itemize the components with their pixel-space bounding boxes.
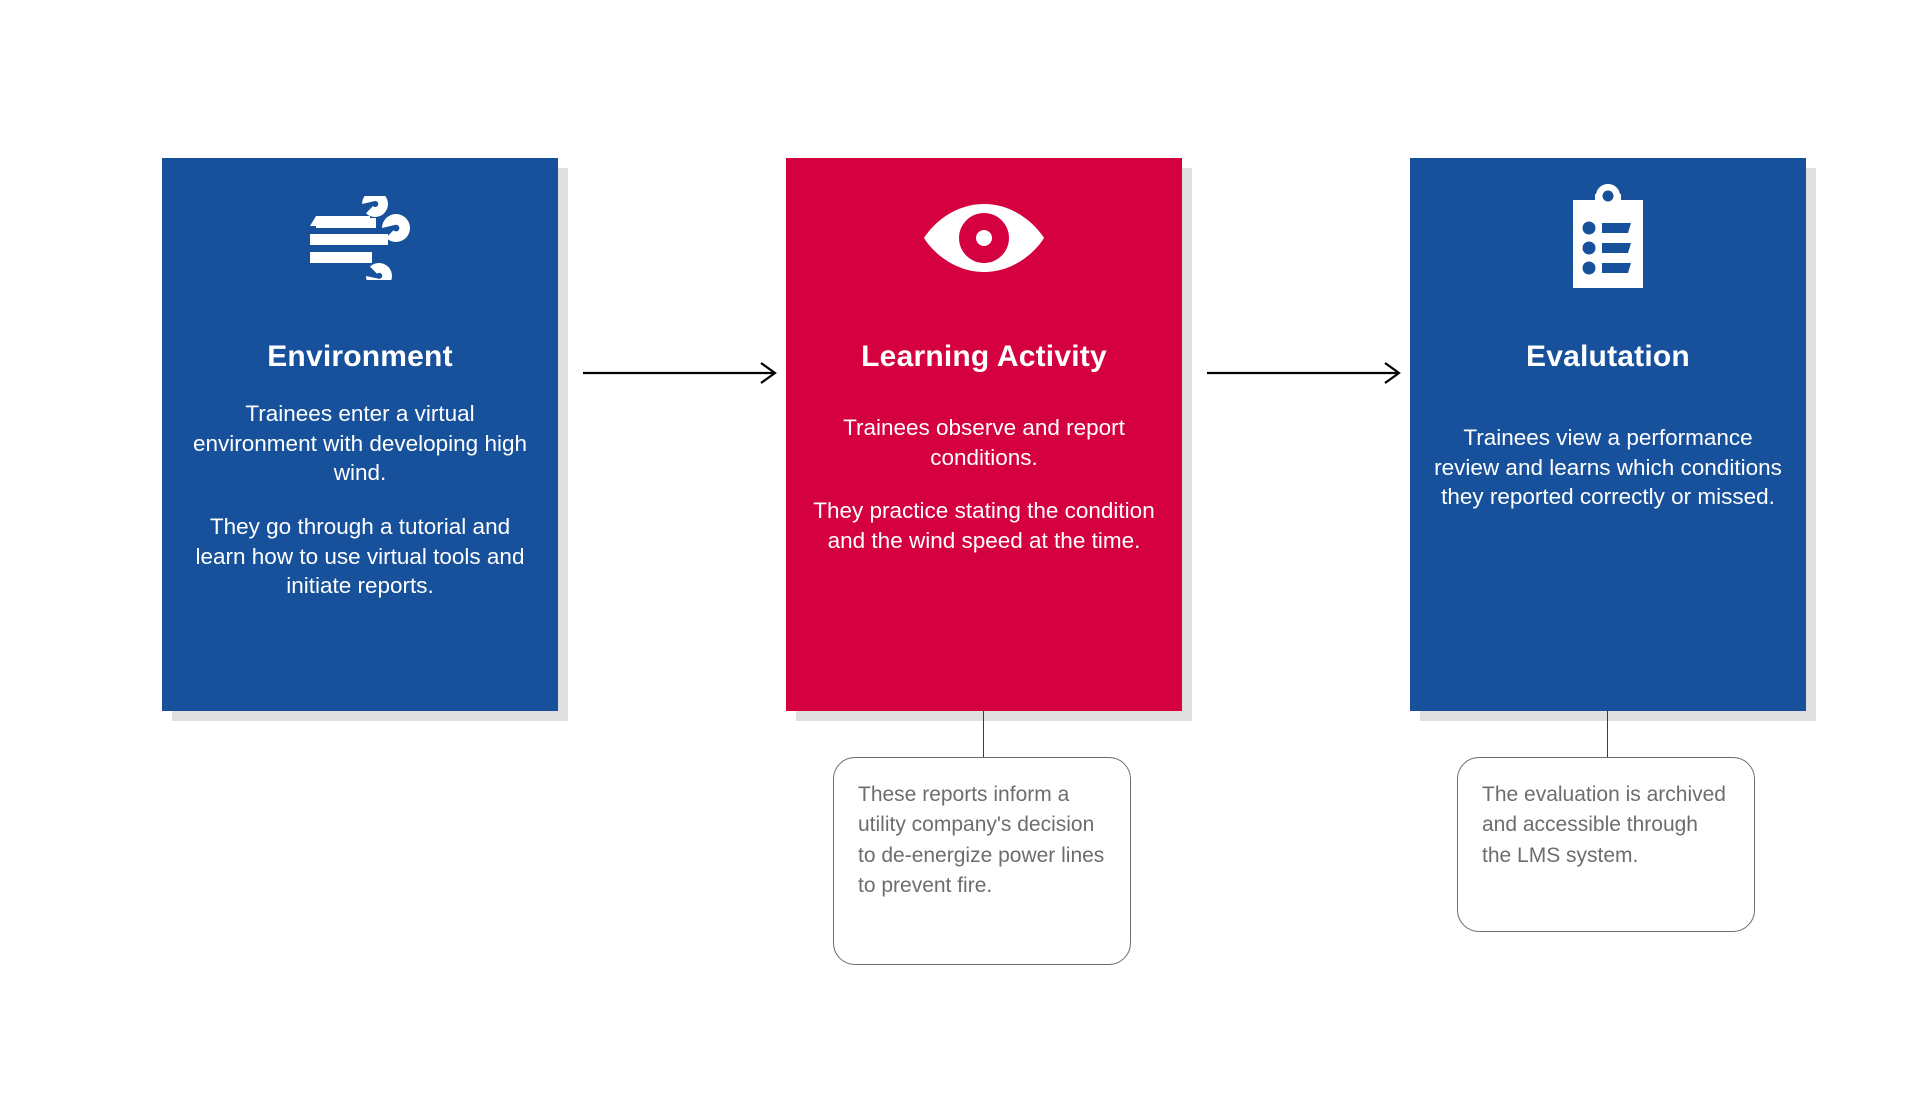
card-paragraph: Trainees enter a virtual environment wit…	[193, 401, 527, 486]
callout-tail-evaluation	[1607, 711, 1608, 757]
step-card-learning-activity[interactable]: Learning Activity Trainees observe and r…	[786, 158, 1182, 711]
card-body: Trainees observe and report conditions. …	[808, 413, 1160, 556]
card-title: Learning Activity	[861, 340, 1107, 373]
callout-text: These reports inform a utility company's…	[858, 783, 1105, 898]
card-paragraph: Trainees view a performance review and l…	[1434, 425, 1782, 510]
callout-text: The evaluation is archived and accessibl…	[1482, 783, 1726, 867]
card-paragraph: Trainees observe and report conditions.	[843, 415, 1125, 470]
step-card-environment[interactable]: Environment Trainees enter a virtual env…	[162, 158, 558, 711]
card-title: Environment	[267, 340, 453, 373]
callout-evaluation: The evaluation is archived and accessibl…	[1457, 757, 1755, 932]
card-paragraph: They practice stating the condition and …	[813, 498, 1155, 554]
flow-arrow-learning-activity-to-evaluation	[1207, 358, 1407, 388]
wind-icon	[184, 158, 536, 318]
card-body: Trainees enter a virtual environment wit…	[184, 399, 536, 601]
callout-tail-learning-activity	[983, 711, 984, 762]
eye-icon	[808, 158, 1160, 318]
clipboard-list-icon	[1432, 158, 1784, 318]
flow-arrow-environment-to-learning-activity	[583, 358, 783, 388]
card-paragraph: They go through a tutorial and learn how…	[195, 514, 525, 599]
step-card-evaluation[interactable]: Evalutation Trainees view a performance …	[1410, 158, 1806, 711]
card-body: Trainees view a performance review and l…	[1432, 423, 1784, 512]
card-title: Evalutation	[1526, 340, 1690, 373]
callout-learning-activity: These reports inform a utility company's…	[833, 757, 1131, 965]
